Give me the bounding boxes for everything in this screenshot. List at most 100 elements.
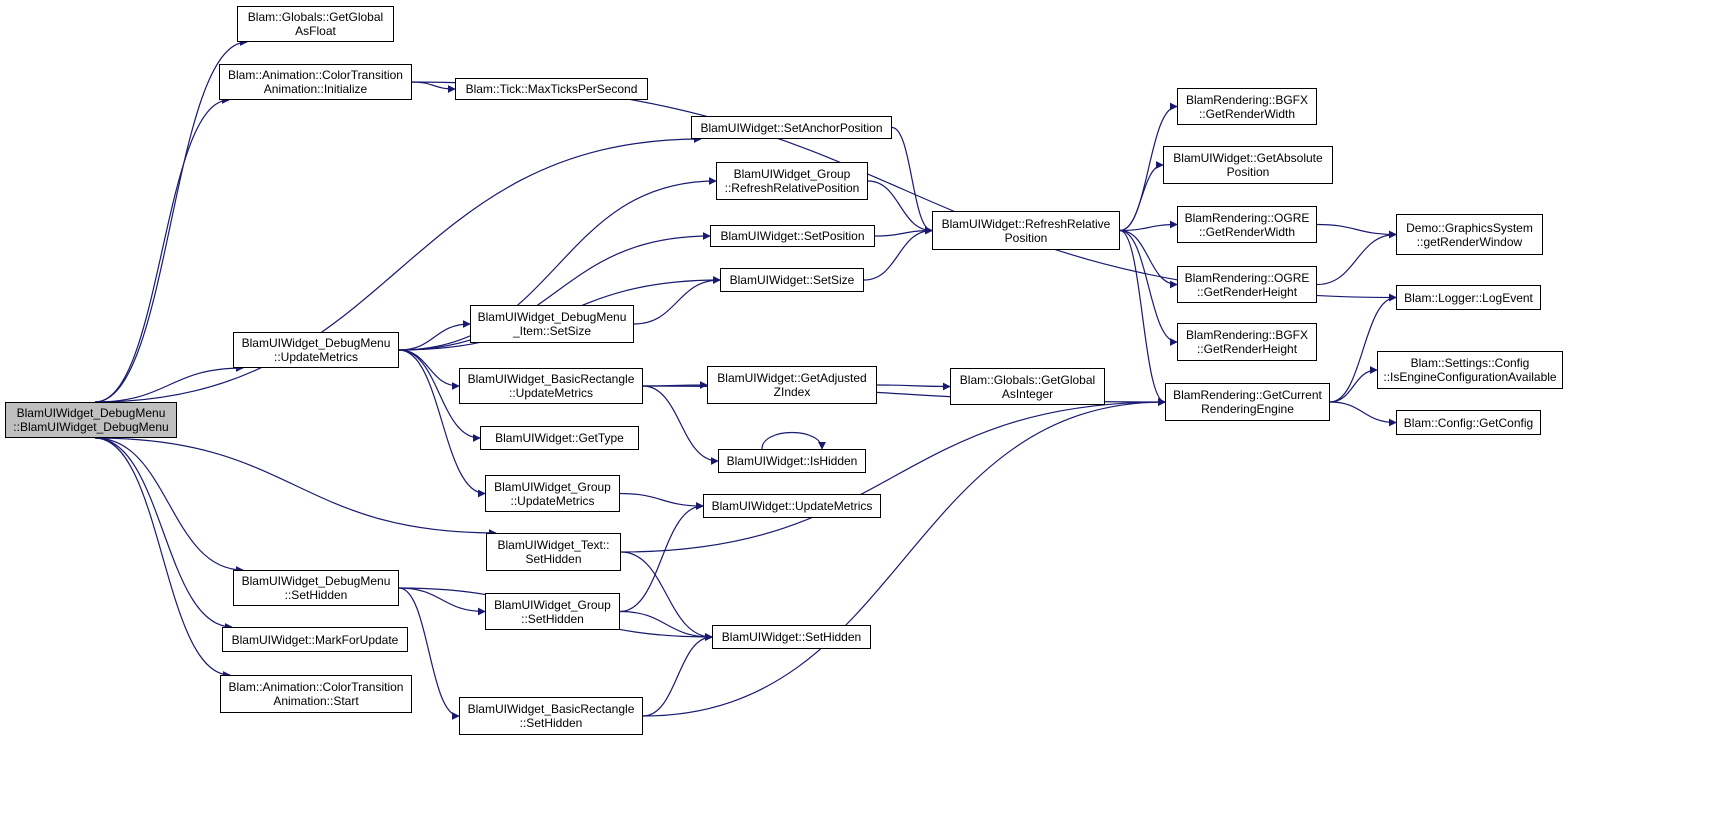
node-label-line: BlamRendering::BGFX: [1185, 328, 1309, 342]
call-edge-root-to-debugmenu_update: [94, 364, 244, 403]
graph-node-graphics-system[interactable]: Demo::GraphicsSystem::getRenderWindow: [1396, 214, 1543, 255]
graph-node-bgfx-height[interactable]: BlamRendering::BGFX::GetRenderHeight: [1177, 323, 1317, 361]
node-label-line: BlamUIWidget_DebugMenu: [241, 336, 391, 350]
node-label-line: Blam::Globals::GetGlobal: [247, 10, 384, 24]
node-label-line: Animation::Initialize: [263, 82, 368, 96]
node-label-line: ::SetHidden: [519, 716, 583, 730]
call-edge-debugmenu_update-to-group_update: [398, 349, 486, 498]
node-label-line: BlamUIWidget_BasicRectangle: [467, 702, 635, 716]
call-edge-root-to-mark_update: [94, 437, 233, 631]
call-edge-text_sethidden-to-widget_sethidden: [620, 551, 713, 641]
graph-node-set-anchor[interactable]: BlamUIWidget::SetAnchorPosition: [691, 116, 892, 139]
graph-node-get-config[interactable]: Blam::Config::GetConfig: [1396, 410, 1541, 435]
node-label-line: ZIndex: [773, 385, 811, 399]
node-label-line: ::BlamUIWidget_DebugMenu: [13, 420, 169, 434]
call-edge-get_current_engine-to-get_config: [1329, 401, 1397, 427]
call-edge-root-to-debugmenu_sethidden: [94, 437, 244, 574]
call-edge-group_sethidden-to-update_metrics: [619, 502, 704, 613]
node-label-line: Blam::Config::GetConfig: [1403, 415, 1534, 430]
graph-node-ogre-width[interactable]: BlamRendering::OGRE::GetRenderWidth: [1177, 206, 1317, 243]
graph-node-group-sethidden[interactable]: BlamUIWidget_Group::SetHidden: [485, 593, 620, 630]
call-edge-refresh_relative-to-bgfx_height: [1119, 229, 1178, 346]
graph-node-set-size[interactable]: BlamUIWidget::SetSize: [720, 268, 864, 292]
graph-node-get-type[interactable]: BlamUIWidget::GetType: [480, 426, 639, 450]
call-edge-group_update-to-update_metrics: [619, 492, 704, 510]
call-edge-root-to-set_anchor: [94, 135, 702, 403]
call-edge-debugmenu_sethidden-to-basicrect_sethidden: [398, 587, 460, 720]
graph-node-basicrect-update[interactable]: BlamUIWidget_BasicRectangle::UpdateMetri…: [459, 368, 643, 404]
graph-node-debugmenu-update[interactable]: BlamUIWidget_DebugMenu::UpdateMetrics: [233, 332, 399, 368]
call-edge-text_sethidden-to-get_current_engine: [620, 398, 1166, 553]
graph-node-ogre-height[interactable]: BlamRendering::OGRE::GetRenderHeight: [1177, 266, 1317, 303]
node-label-line: ::SetHidden: [284, 588, 348, 602]
graph-node-root[interactable]: BlamUIWidget_DebugMenu::BlamUIWidget_Deb…: [5, 402, 177, 438]
graph-node-update-metrics[interactable]: BlamUIWidget::UpdateMetrics: [703, 494, 881, 518]
node-label-line: ::UpdateMetrics: [273, 350, 359, 364]
node-label-line: SetHidden: [525, 552, 582, 566]
node-label-line: BlamUIWidget_DebugMenu: [16, 406, 166, 420]
graph-node-mark-update[interactable]: BlamUIWidget::MarkForUpdate: [222, 627, 408, 652]
node-label-line: ::GetRenderWidth: [1198, 106, 1296, 121]
call-edge-ogre_height-to-graphics_system: [1316, 230, 1397, 286]
call-edge-debugmenu_update-to-basicrect_update: [398, 349, 460, 390]
call-edge-group_refresh-to-refresh_relative: [867, 180, 933, 235]
node-label-line: BlamUIWidget_Text::: [497, 538, 610, 552]
node-label-line: BlamUIWidget_Group: [733, 167, 851, 181]
node-label-line: BlamUIWidget::SetPosition: [720, 229, 865, 243]
call-edge-debugmenu_update-to-group_refresh: [398, 177, 717, 351]
node-label-line: ::GetRenderHeight: [1196, 342, 1298, 356]
graph-node-settings-config[interactable]: Blam::Settings::Config::IsEngineConfigur…: [1377, 351, 1563, 389]
call-edge-debugmenu_update-to-debugmenu_item_setsize: [398, 320, 471, 351]
call-edge-debugmenu_sethidden-to-group_sethidden: [398, 587, 486, 616]
call-edge-refresh_relative-to-get_current_engine: [1119, 229, 1166, 406]
node-label-line: Blam::Animation::ColorTransition: [228, 68, 403, 82]
graph-node-logger[interactable]: Blam::Logger::LogEvent: [1396, 285, 1541, 310]
graph-node-basicrect-sethidden[interactable]: BlamUIWidget_BasicRectangle::SetHidden: [459, 697, 643, 735]
graph-node-max-ticks[interactable]: Blam::Tick::MaxTicksPerSecond: [455, 78, 648, 100]
graph-node-debugmenu-item-setsize[interactable]: BlamUIWidget_DebugMenu_Item::SetSize: [470, 305, 634, 343]
call-edge-is_hidden-to-is_hidden: [761, 432, 826, 450]
node-label-line: BlamUIWidget_DebugMenu: [477, 310, 627, 324]
node-label-line: BlamUIWidget::IsHidden: [726, 454, 858, 468]
graph-node-group-update[interactable]: BlamUIWidget_Group::UpdateMetrics: [485, 475, 620, 512]
graph-node-text-sethidden[interactable]: BlamUIWidget_Text::SetHidden: [486, 533, 621, 571]
node-label-line: BlamUIWidget::GetAbsolute: [1173, 151, 1323, 165]
node-label-line: BlamUIWidget_BasicRectangle: [467, 372, 635, 386]
node-label-line: BlamUIWidget::SetSize: [729, 273, 855, 287]
call-edge-set_size-to-refresh_relative: [863, 226, 933, 281]
node-label-line: BlamUIWidget_Group: [494, 597, 611, 612]
node-label-line: ::GetRenderHeight: [1196, 284, 1298, 299]
node-label-line: BlamUIWidget::MarkForUpdate: [231, 632, 399, 647]
node-label-line: ::IsEngineConfigurationAvailable: [1383, 370, 1557, 384]
node-label-line: BlamRendering::OGRE: [1184, 210, 1310, 225]
graph-node-bgfx-width[interactable]: BlamRendering::BGFX::GetRenderWidth: [1177, 88, 1317, 125]
call-edge-get_current_engine-to-settings_config: [1329, 366, 1378, 403]
node-label-line: Blam::Tick::MaxTicksPerSecond: [465, 82, 638, 96]
graph-node-is-hidden[interactable]: BlamUIWidget::IsHidden: [718, 449, 866, 473]
graph-node-set-position[interactable]: BlamUIWidget::SetPosition: [710, 225, 875, 247]
graph-node-debugmenu-sethidden[interactable]: BlamUIWidget_DebugMenu::SetHidden: [233, 570, 399, 606]
graph-node-widget-sethidden[interactable]: BlamUIWidget::SetHidden: [712, 625, 871, 649]
graph-node-group-refresh[interactable]: BlamUIWidget_Group::RefreshRelativePosit…: [716, 162, 868, 200]
node-label-line: ::RefreshRelativePosition: [724, 181, 860, 195]
node-label-line: AsInteger: [1001, 386, 1054, 401]
node-label-line: BlamUIWidget::RefreshRelative: [941, 216, 1111, 231]
node-label-line: AsFloat: [295, 24, 336, 38]
node-label-line: ::SetHidden: [521, 611, 584, 626]
node-label-line: Position: [1004, 230, 1048, 245]
call-edge-get_adjusted_z-to-get_global_int: [876, 382, 951, 391]
call-edge-root-to-get_global_float: [94, 38, 248, 403]
call-edge-group_sethidden-to-widget_sethidden: [619, 610, 713, 641]
call-edge-root-to-color_start: [94, 437, 231, 679]
call-edge-basicrect_sethidden-to-get_current_engine: [642, 398, 1166, 717]
